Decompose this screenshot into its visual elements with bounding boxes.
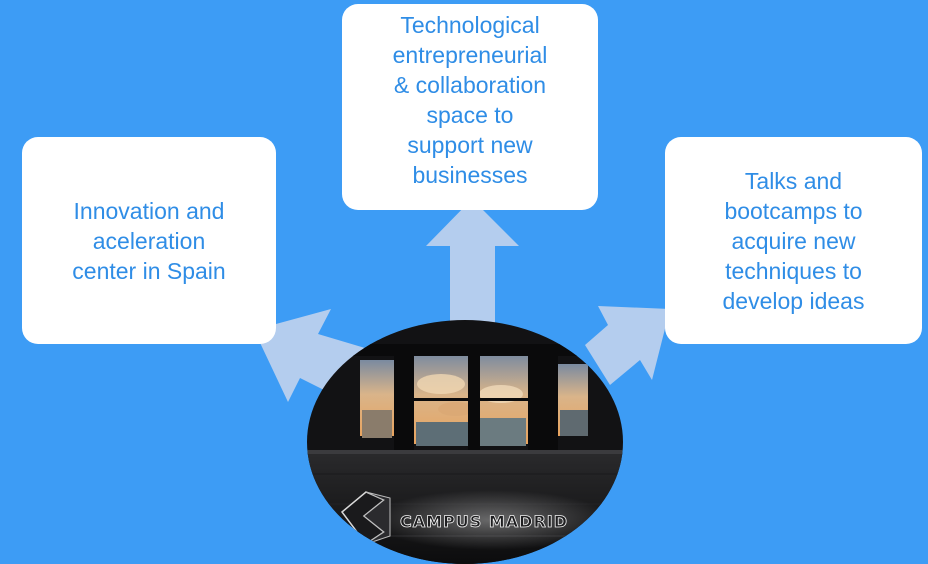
card-top-line-6: businesses bbox=[412, 162, 528, 188]
card-right-line-5: develop ideas bbox=[722, 287, 865, 314]
card-collaboration-space: Technological entrepreneurial & collabor… bbox=[342, 4, 598, 210]
card-innovation-center: Innovation and aceleration center in Spa… bbox=[22, 137, 276, 344]
card-left-line-1: Innovation and bbox=[73, 197, 225, 224]
arrow-up bbox=[426, 199, 519, 330]
card-top-line-3: & collaboration bbox=[393, 72, 547, 98]
card-innovation-center-text: Innovation and aceleration center in Spa… bbox=[72, 196, 225, 286]
card-right-line-4: techniques to bbox=[725, 257, 862, 284]
card-talks-bootcamps-text: Talks and bootcamps to acquire new techn… bbox=[723, 166, 865, 316]
card-left-line-2: aceleration bbox=[92, 227, 206, 254]
campus-sign-text: CAMPUS MADRID bbox=[400, 512, 568, 531]
card-right-line-2: bootcamps to bbox=[724, 197, 863, 224]
campus-madrid-photo: CAMPUS MADRID bbox=[307, 320, 623, 564]
card-collaboration-space-text: Technological entrepreneurial & collabor… bbox=[393, 10, 548, 190]
card-left-line-3: center in Spain bbox=[72, 257, 226, 284]
card-top-line-5: support new bbox=[407, 132, 533, 158]
arrow-upper-right bbox=[585, 306, 670, 385]
card-right-line-3: acquire new bbox=[731, 227, 856, 254]
card-top-line-4: space to bbox=[426, 102, 514, 128]
card-top-line-2: entrepreneurial bbox=[392, 42, 548, 68]
card-top-line-1: Technological bbox=[400, 12, 540, 38]
card-right-line-1: Talks and bbox=[744, 167, 843, 194]
card-talks-bootcamps: Talks and bootcamps to acquire new techn… bbox=[665, 137, 922, 344]
